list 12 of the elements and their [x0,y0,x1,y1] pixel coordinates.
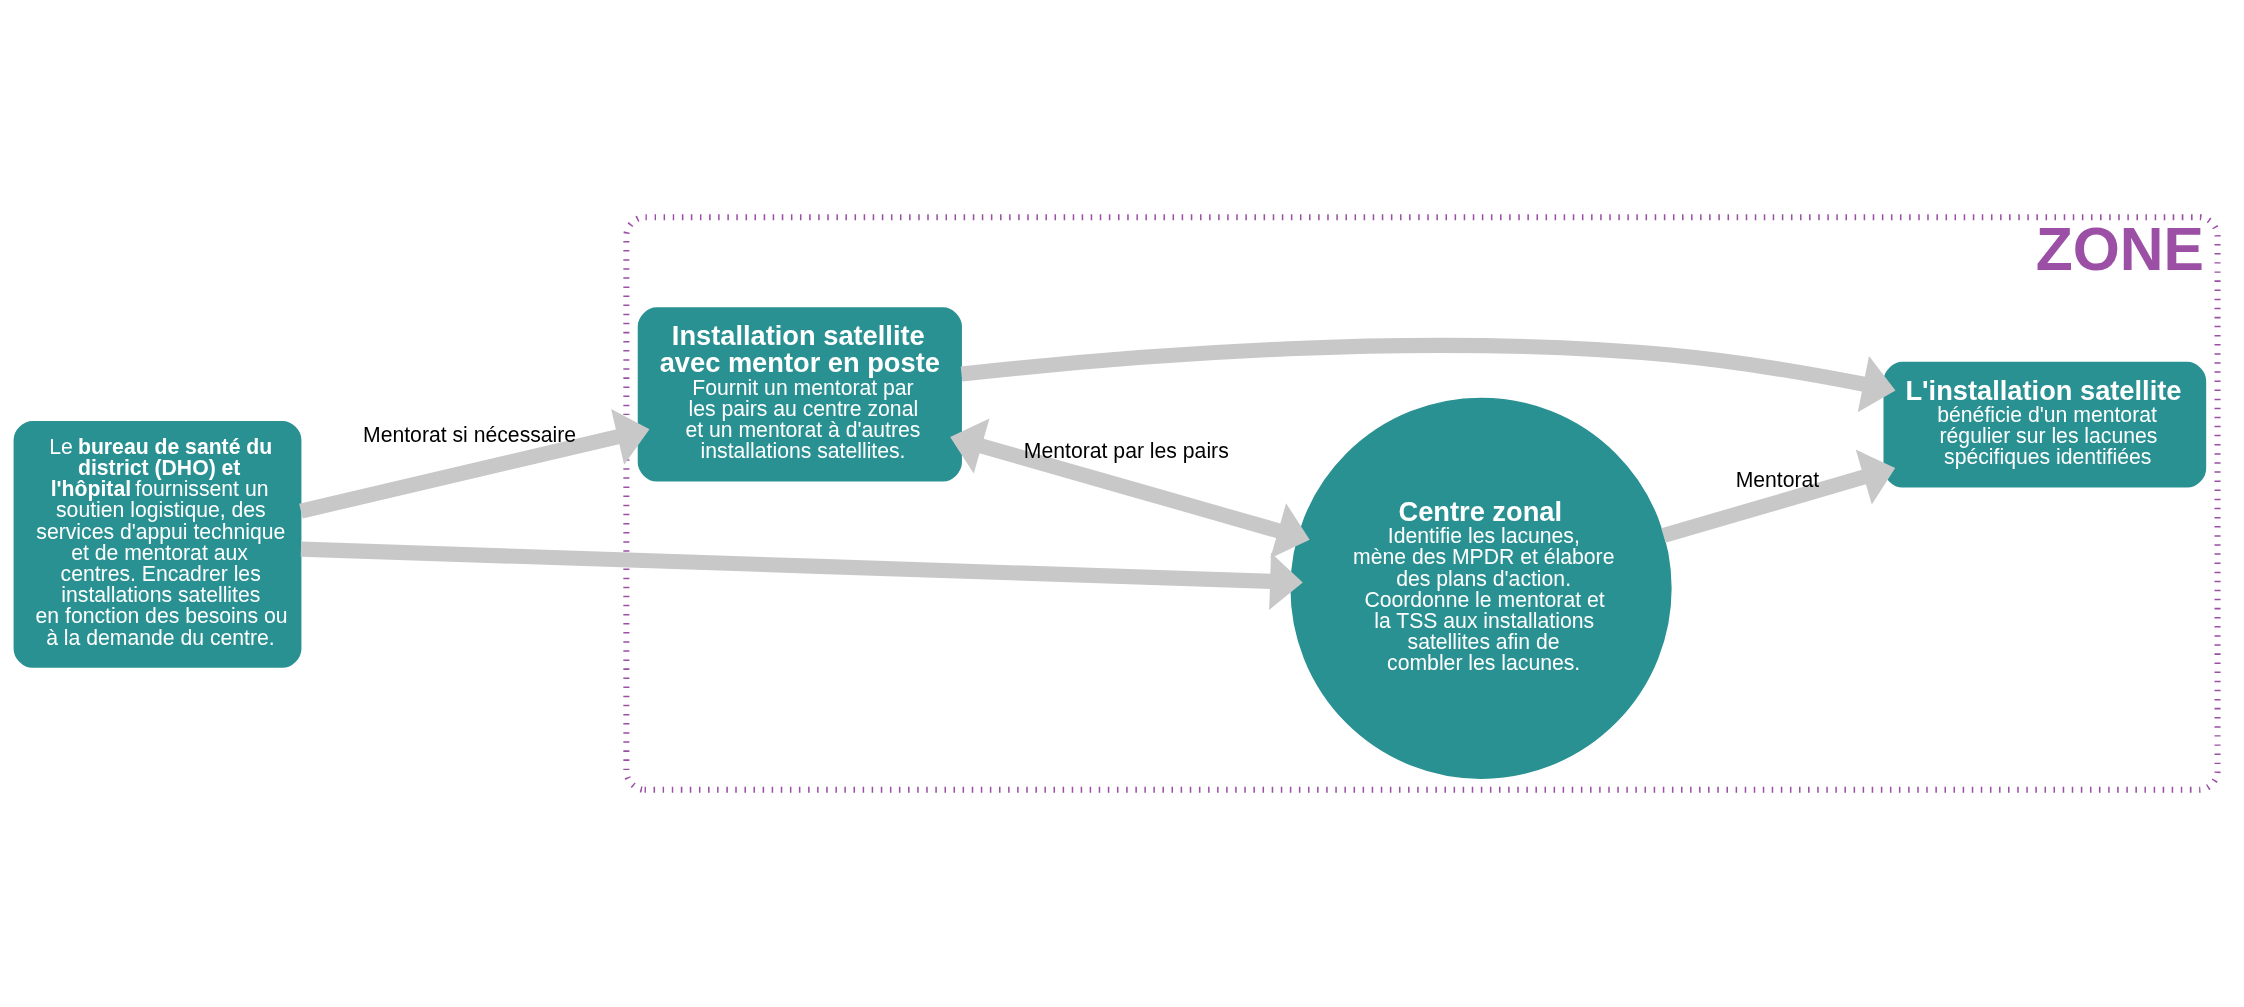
arrow [299,408,650,519]
arrow [300,541,1303,610]
edge-label: Mentorat par les pairs [1023,439,1229,463]
node-box: Le bureau de santé du district (DHO) et l'hôpital fournissent un soutien logistique, des services d'appui technique et de mentorat aux centres. Encadrer les installations satellites en fonction des besoins ou à la demande du centre. [13,420,302,668]
node-box: Installation satellite avec mentor en poste Fournit un mentorat par les pairs au centre zonal et un mentorat à d'autres installations satellites. [637,307,962,482]
node-circle: Centre zonal Identifie les lacunes, mène des MPDR et élabore des plans d'action. Coordonne le mentorat et la TSS aux installations satellites afin de combler les lacunes. [1290,397,1672,779]
arrow [960,337,1896,413]
arrow [1661,449,1896,543]
edge-label: Mentorat si nécessaire [363,422,577,446]
edge-label: Mentorat [1735,468,1820,492]
node-box: L'installation satellite bénéficie d'un mentorat régulier sur les lacunes spécifiques identifiées [1883,361,2207,488]
arrow [950,418,1310,559]
